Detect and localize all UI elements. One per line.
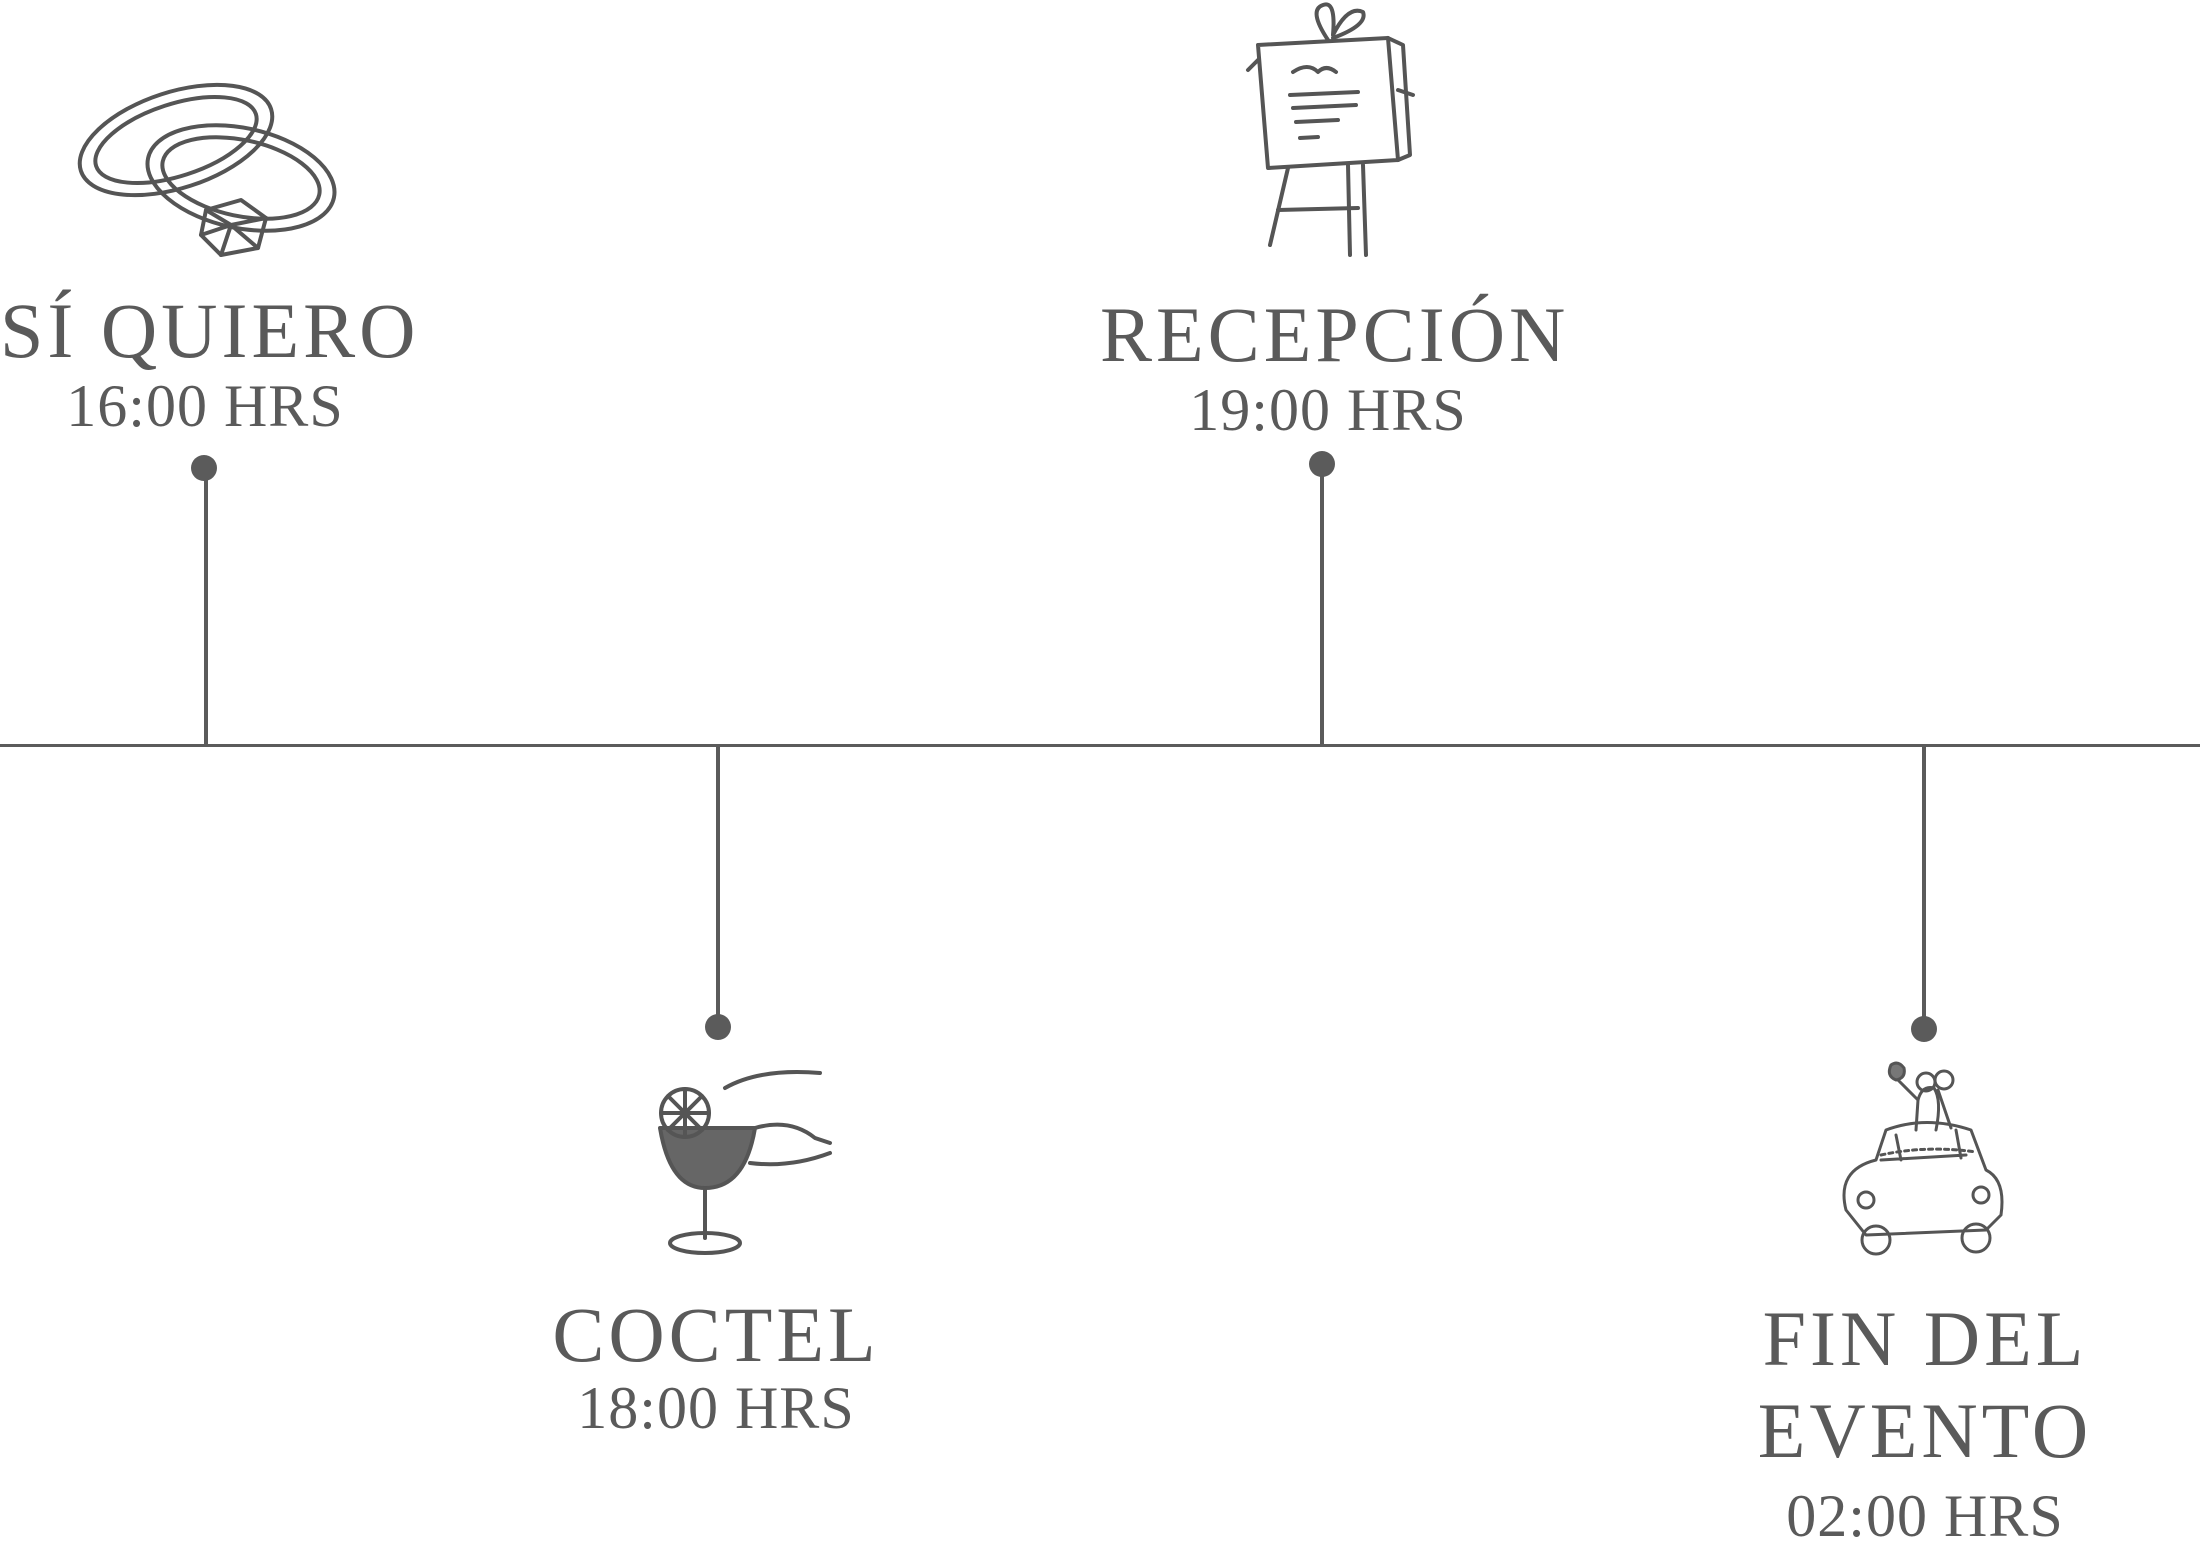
event-4-connector	[1922, 746, 1926, 1028]
event-3-time: 19:00	[1189, 377, 1331, 443]
wedding-car-icon	[1826, 1060, 2016, 1270]
event-4-title-line1: FIN DEL	[1762, 1295, 2088, 1382]
wedding-rings-icon	[66, 60, 346, 270]
event-2-label: COCTEL 18:00 HRS	[516, 1291, 916, 1439]
event-4-marker	[1911, 1016, 1937, 1042]
event-3-time-row: 19:00 HRS	[1100, 380, 1556, 440]
event-1-label: SÍ QUIERO 16:00 HRS	[0, 287, 420, 437]
event-3-marker	[1309, 451, 1335, 477]
event-4-time-row: 02:00 HRS	[1730, 1486, 2120, 1546]
event-2-time-row: 18:00 HRS	[516, 1378, 916, 1438]
menu-easel-icon	[1238, 0, 1418, 265]
event-3-connector	[1320, 464, 1324, 746]
event-2-title: COCTEL	[552, 1291, 880, 1378]
event-2-time: 18:00	[577, 1375, 719, 1441]
event-3-label: RECEPCIÓN 19:00 HRS	[1100, 291, 1570, 441]
event-1-title: SÍ QUIERO	[0, 287, 420, 374]
event-1-time: 16:00	[66, 373, 208, 439]
event-1-time-row: 16:00 HRS	[0, 376, 410, 436]
event-4-title-line2: EVENTO	[1757, 1387, 2093, 1474]
cocktail-glass-icon	[640, 1068, 840, 1258]
event-3-title: RECEPCIÓN	[1100, 291, 1570, 378]
event-2-unit: HRS	[734, 1375, 855, 1441]
event-2-connector	[716, 746, 720, 1028]
event-1-connector	[204, 468, 208, 746]
event-4-label: FIN DEL EVENTO 02:00 HRS	[1730, 1295, 2120, 1547]
event-1-marker	[191, 455, 217, 481]
event-4-unit: HRS	[1943, 1483, 2064, 1549]
event-4-time: 02:00	[1786, 1483, 1928, 1549]
event-2-marker	[705, 1014, 731, 1040]
timeline-axis	[0, 744, 2200, 747]
event-1-unit: HRS	[223, 373, 344, 439]
event-3-unit: HRS	[1346, 377, 1467, 443]
